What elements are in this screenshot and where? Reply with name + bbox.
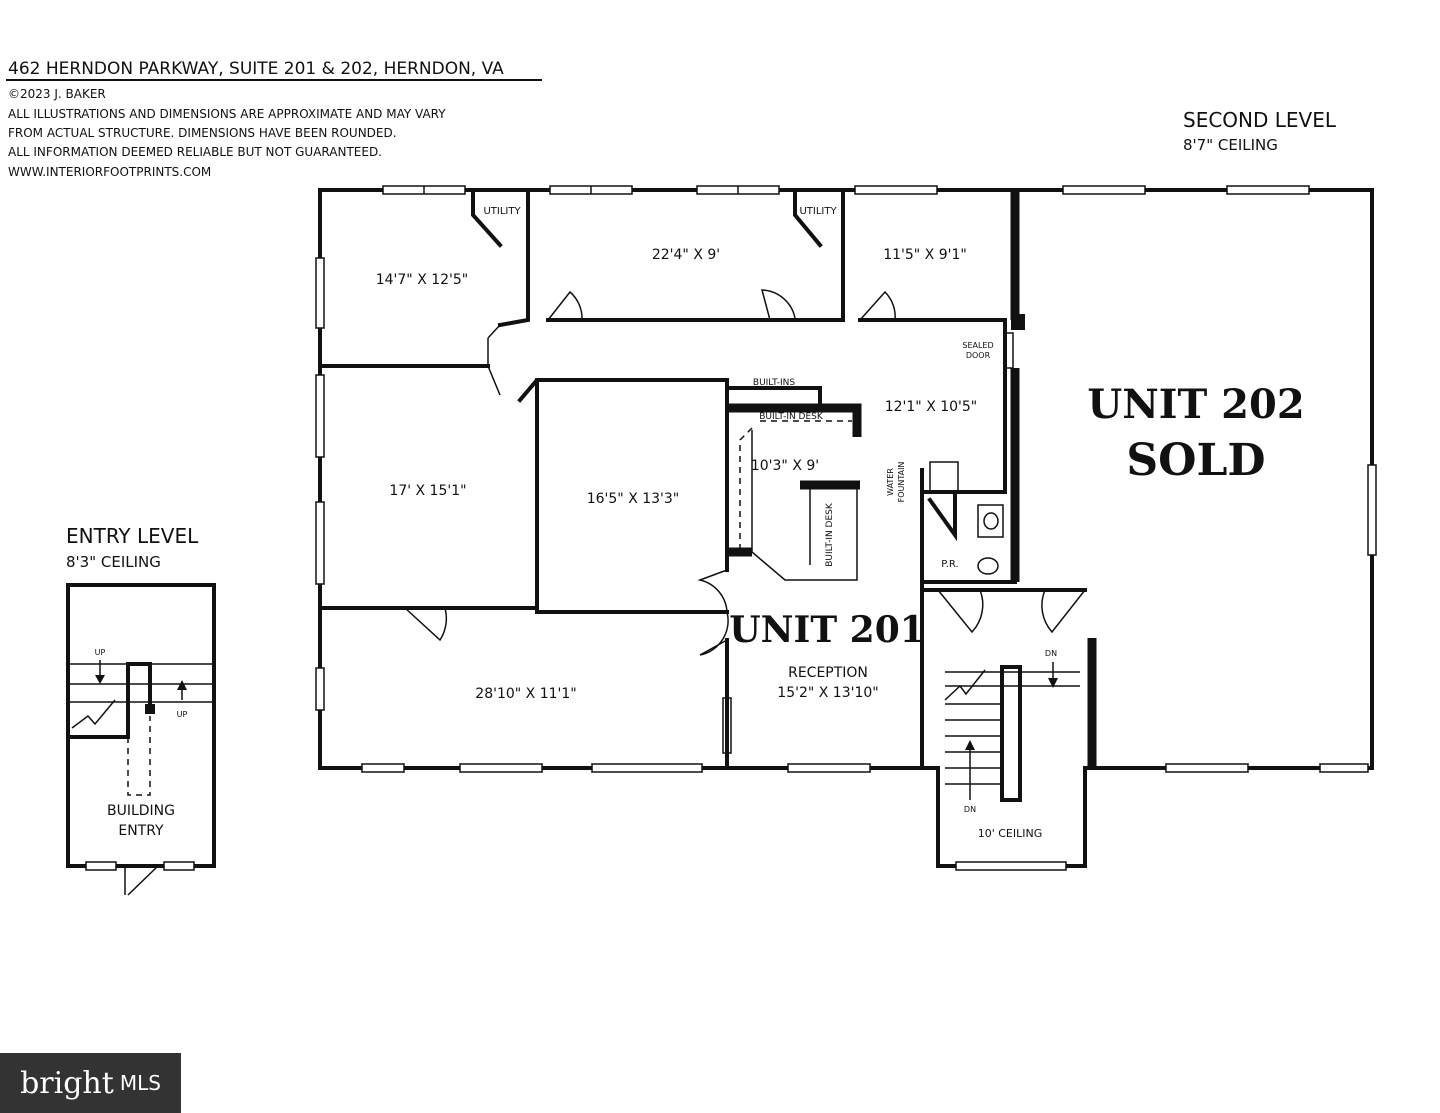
builtins-label: BUILT-INS [753,378,795,388]
unit-202-label: UNIT 202 [1087,381,1304,428]
mls-text: MLS [119,1071,161,1095]
room-dimension: 22'4" X 9' [652,247,720,263]
up-label: UP [177,710,188,719]
builtin-desk-label: BUILT-IN DESK [759,412,824,422]
disclaimer-line: FROM ACTUAL STRUCTURE. DIMENSIONS HAVE B… [8,126,397,140]
disclaimer-line: ALL INFORMATION DEEMED RELIABLE BUT NOT … [8,145,382,159]
windows [315,185,1377,871]
builtin-desk-label: BUILT-IN DESK [825,502,835,567]
up-label: UP [95,648,106,657]
utility-label: UTILITY [483,206,521,217]
building-entry-label: BUILDING [107,803,175,819]
disclaimer-line: ALL ILLUSTRATIONS AND DIMENSIONS ARE APP… [8,107,446,121]
room-dimension: 14'7" X 12'5" [376,272,469,288]
entry-level-plan [66,583,216,896]
down-label: DN [964,805,976,814]
water-fountain-label: WATER [886,468,895,496]
website: WWW.INTERIORFOOTPRINTS.COM [8,165,211,179]
second-level-title: SECOND LEVEL [1183,108,1337,132]
stairs [944,662,1080,802]
entry-level-title: ENTRY LEVEL [66,524,199,548]
building-entry-label: ENTRY [118,823,164,839]
bright-mls-logo: bright MLS [0,1053,181,1113]
reception-dimension: 15'2" X 13'10" [777,685,878,701]
room-dimension: 17' X 15'1" [389,483,466,499]
room-dimension: 16'5" X 13'3" [587,491,680,507]
sealed-door-label: SEALED [962,341,993,350]
room-dimension: 28'10" X 11'1" [475,686,576,702]
ceiling-label: 10' CEILING [978,827,1043,840]
down-label: DN [1045,649,1057,658]
reception-label: RECEPTION [788,665,868,681]
room-dimension: 12'1" X 10'5" [885,399,978,415]
room-dimension: 11'5" X 9'1" [883,247,967,263]
entry-level-ceiling: 8'3" CEILING [66,553,161,571]
sold-label: SOLD [1126,435,1265,486]
water-fountain-label: FOUNTAIN [897,462,906,503]
room-dimension: 10'3" X 9' [751,458,819,474]
utility-label: UTILITY [799,206,837,217]
brand-text: bright [20,1065,114,1101]
sealed-door-label: DOOR [966,351,991,360]
second-level-ceiling: 8'7" CEILING [1183,136,1278,154]
unit-201-label: UNIT 201 [729,609,925,651]
address-title: 462 HERNDON PARKWAY, SUITE 201 & 202, HE… [8,59,504,79]
powder-room-label: P.R. [941,559,958,570]
copyright: ©2023 J. BAKER [8,87,106,101]
interior-walls [318,188,1097,770]
